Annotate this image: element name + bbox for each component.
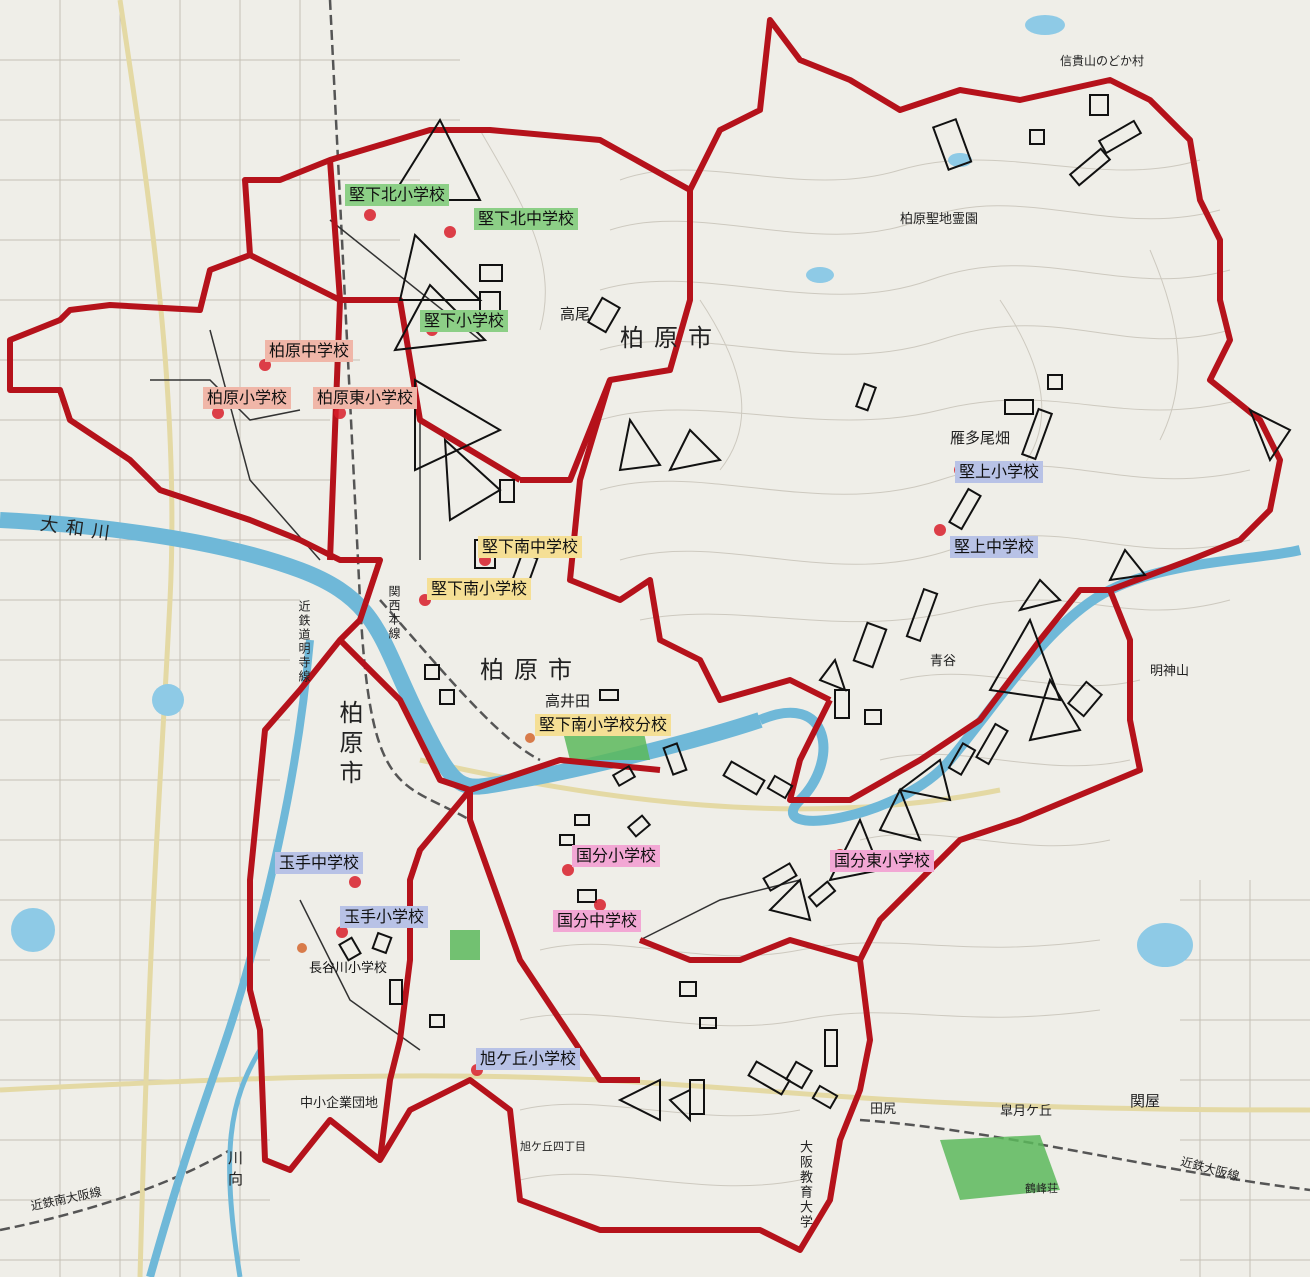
place-label-shigisan: 信貴山のどか村 (1060, 54, 1145, 68)
place-label-aodani: 青谷 (930, 654, 957, 669)
place-label-myojin-yama: 明神山 (1150, 664, 1190, 679)
city-boundary (7, 17, 1283, 1253)
place-label-satsukigaoka: 皐月ケ丘 (1000, 1104, 1053, 1119)
school-label-katashimo-kita-chuu: 堅下北中学校 (474, 208, 579, 230)
school-label-katashimo-minami-chuu: 堅下南中学校 (478, 536, 583, 558)
place-label-kashiwara-city-1: 柏原市 (620, 324, 722, 352)
contour-lines (479, 129, 1251, 1187)
place-label-takao: 高尾 (560, 305, 591, 323)
rivers (0, 512, 1302, 1277)
school-label-kokubu-higashi-shou: 国分東小学校 (830, 850, 935, 872)
place-label-kashiwara-city-vert: 柏原市 (335, 700, 363, 790)
place-label-kintetsu-domyouji: 近鉄道明寺線 (297, 600, 311, 684)
place-label-takaida: 高井田 (545, 692, 591, 710)
parks (450, 715, 1060, 1200)
school-label-katashimo-shou: 堅下小学校 (420, 310, 509, 332)
school-label-katakami-shou: 堅上小学校 (955, 461, 1044, 483)
school-label-katashimo-minami-bunkou: 堅下南小学校分校 (535, 714, 672, 736)
branch-school-marker (297, 733, 535, 953)
school-label-katashimo-kita-shou: 堅下北小学校 (345, 184, 450, 206)
place-label-kinorigaoka: 旭ケ丘四丁目 (520, 1140, 586, 1153)
place-label-kansai-honsen: 関西本線 (387, 585, 401, 641)
school-label-kashiwara-shou: 柏原小学校 (203, 387, 292, 409)
school-label-hasegawa-shou: 長谷川小学校 (309, 961, 388, 976)
school-label-kokubu-chuu: 国分中学校 (553, 910, 642, 932)
place-label-kashiwara-city-2: 柏原市 (480, 656, 582, 684)
place-label-kashiwara-cemetery: 柏原聖地霊園 (900, 212, 979, 227)
school-label-kokubu-shou: 国分小学校 (572, 845, 661, 867)
school-label-katashimo-minami-shou: 堅下南小学校 (427, 578, 532, 600)
railways (0, 0, 1310, 1232)
place-label-osaka-kyouiku: 大阪教育大学 (797, 1140, 812, 1230)
school-label-kashiwara-chuu: 柏原中学校 (265, 340, 354, 362)
place-label-karigaonohata: 雁多尾畑 (950, 429, 1011, 447)
place-label-tajiri: 田尻 (870, 1102, 897, 1117)
place-label-chuusho-kigyou: 中小企業団地 (300, 1096, 379, 1111)
school-label-tamate-chuu: 玉手中学校 (275, 852, 364, 874)
school-label-asahigaoka-shou: 旭ケ丘小学校 (476, 1048, 581, 1070)
school-label-kashiwara-higashi-shou: 柏原東小学校 (313, 387, 418, 409)
school-label-katakami-chuu: 堅上中学校 (950, 536, 1039, 558)
school-label-tamate-shou: 玉手小学校 (340, 906, 429, 928)
place-label-sekiya: 関屋 (1130, 1092, 1161, 1110)
place-label-tsurumine: 鶴峰荘 (1025, 1182, 1058, 1195)
hazard-markers (338, 94, 1292, 1123)
water-bodies (11, 15, 1193, 967)
place-label-kawamukai: 川向 (226, 1150, 244, 1192)
